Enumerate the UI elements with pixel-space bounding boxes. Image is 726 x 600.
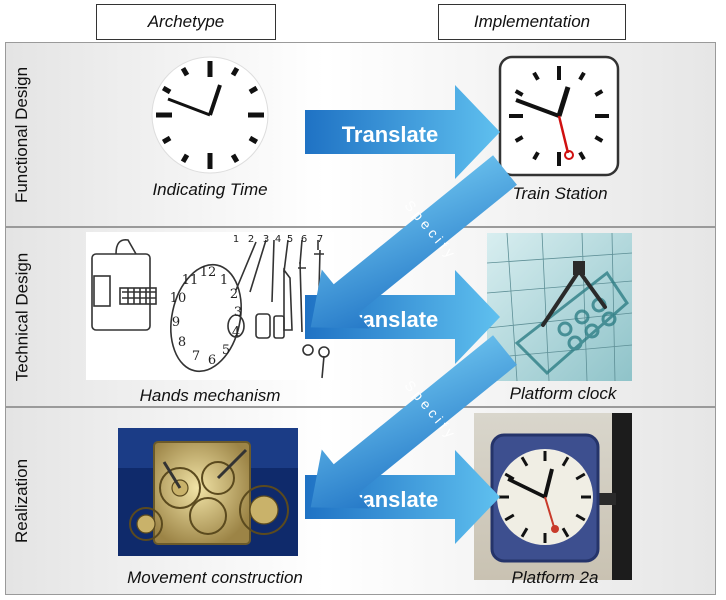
caption-platform-clock: Platform clock [509,384,617,403]
dial-number: 7 [192,349,200,364]
technical-drawing-image [487,233,632,381]
specify-arrow [310,155,517,329]
implementation-header: Implementation [438,4,626,40]
hands-mechanism-drawing-image: 12 1 2 3 4 5 6 7 8 9 10 11 1 2 3 4 5 6 7 [86,232,334,380]
minute-hand [515,98,560,118]
translate-arrow [305,270,500,364]
wall-clock-image [151,56,269,174]
dial-number: 10 [170,291,187,306]
dial-number: 11 [182,273,199,288]
clock-ticks [156,61,264,169]
hour-hand [556,86,571,117]
caption-platform-2a: Platform 2a [511,568,599,587]
train-station-clock-image [498,55,620,177]
part-number: 1 [233,234,239,245]
caption-movement-construction: Movement construction [127,568,303,587]
part-number: 2 [248,234,254,245]
dial-number: 2 [230,287,238,302]
dial-number: 12 [200,265,217,280]
specify-arrow [310,335,517,509]
translate-label: Translate [342,122,439,147]
part-number: 3 [263,234,269,245]
second-hand [544,496,555,528]
part-number: 7 [317,234,323,245]
dial-number: 1 [220,273,228,288]
part-number: 5 [287,234,293,245]
dial-number: 4 [232,325,240,340]
dial-number: 8 [178,335,186,350]
part-number: 4 [275,234,281,245]
dial-number: 9 [172,315,180,330]
dial-number: 5 [222,343,230,358]
minute-hand [507,477,546,499]
caption-indicating-time: Indicating Time [152,180,268,199]
translate-arrow [305,85,500,179]
caption-hands-mechanism: Hands mechanism [139,386,281,405]
hour-hand [543,468,554,498]
dial-number: 6 [208,353,216,368]
minute-hand [167,97,211,117]
part-number: 6 [301,234,307,245]
caption-train-station: Train Station [512,184,608,203]
hour-hand [208,84,222,116]
second-hand [557,115,570,154]
archetype-header: Archetype [96,4,276,40]
dial-number: 3 [234,305,242,320]
clock-movement-photo-image [118,428,298,556]
platform-clock-photo-image [474,413,632,580]
translate-arrow [305,450,500,544]
